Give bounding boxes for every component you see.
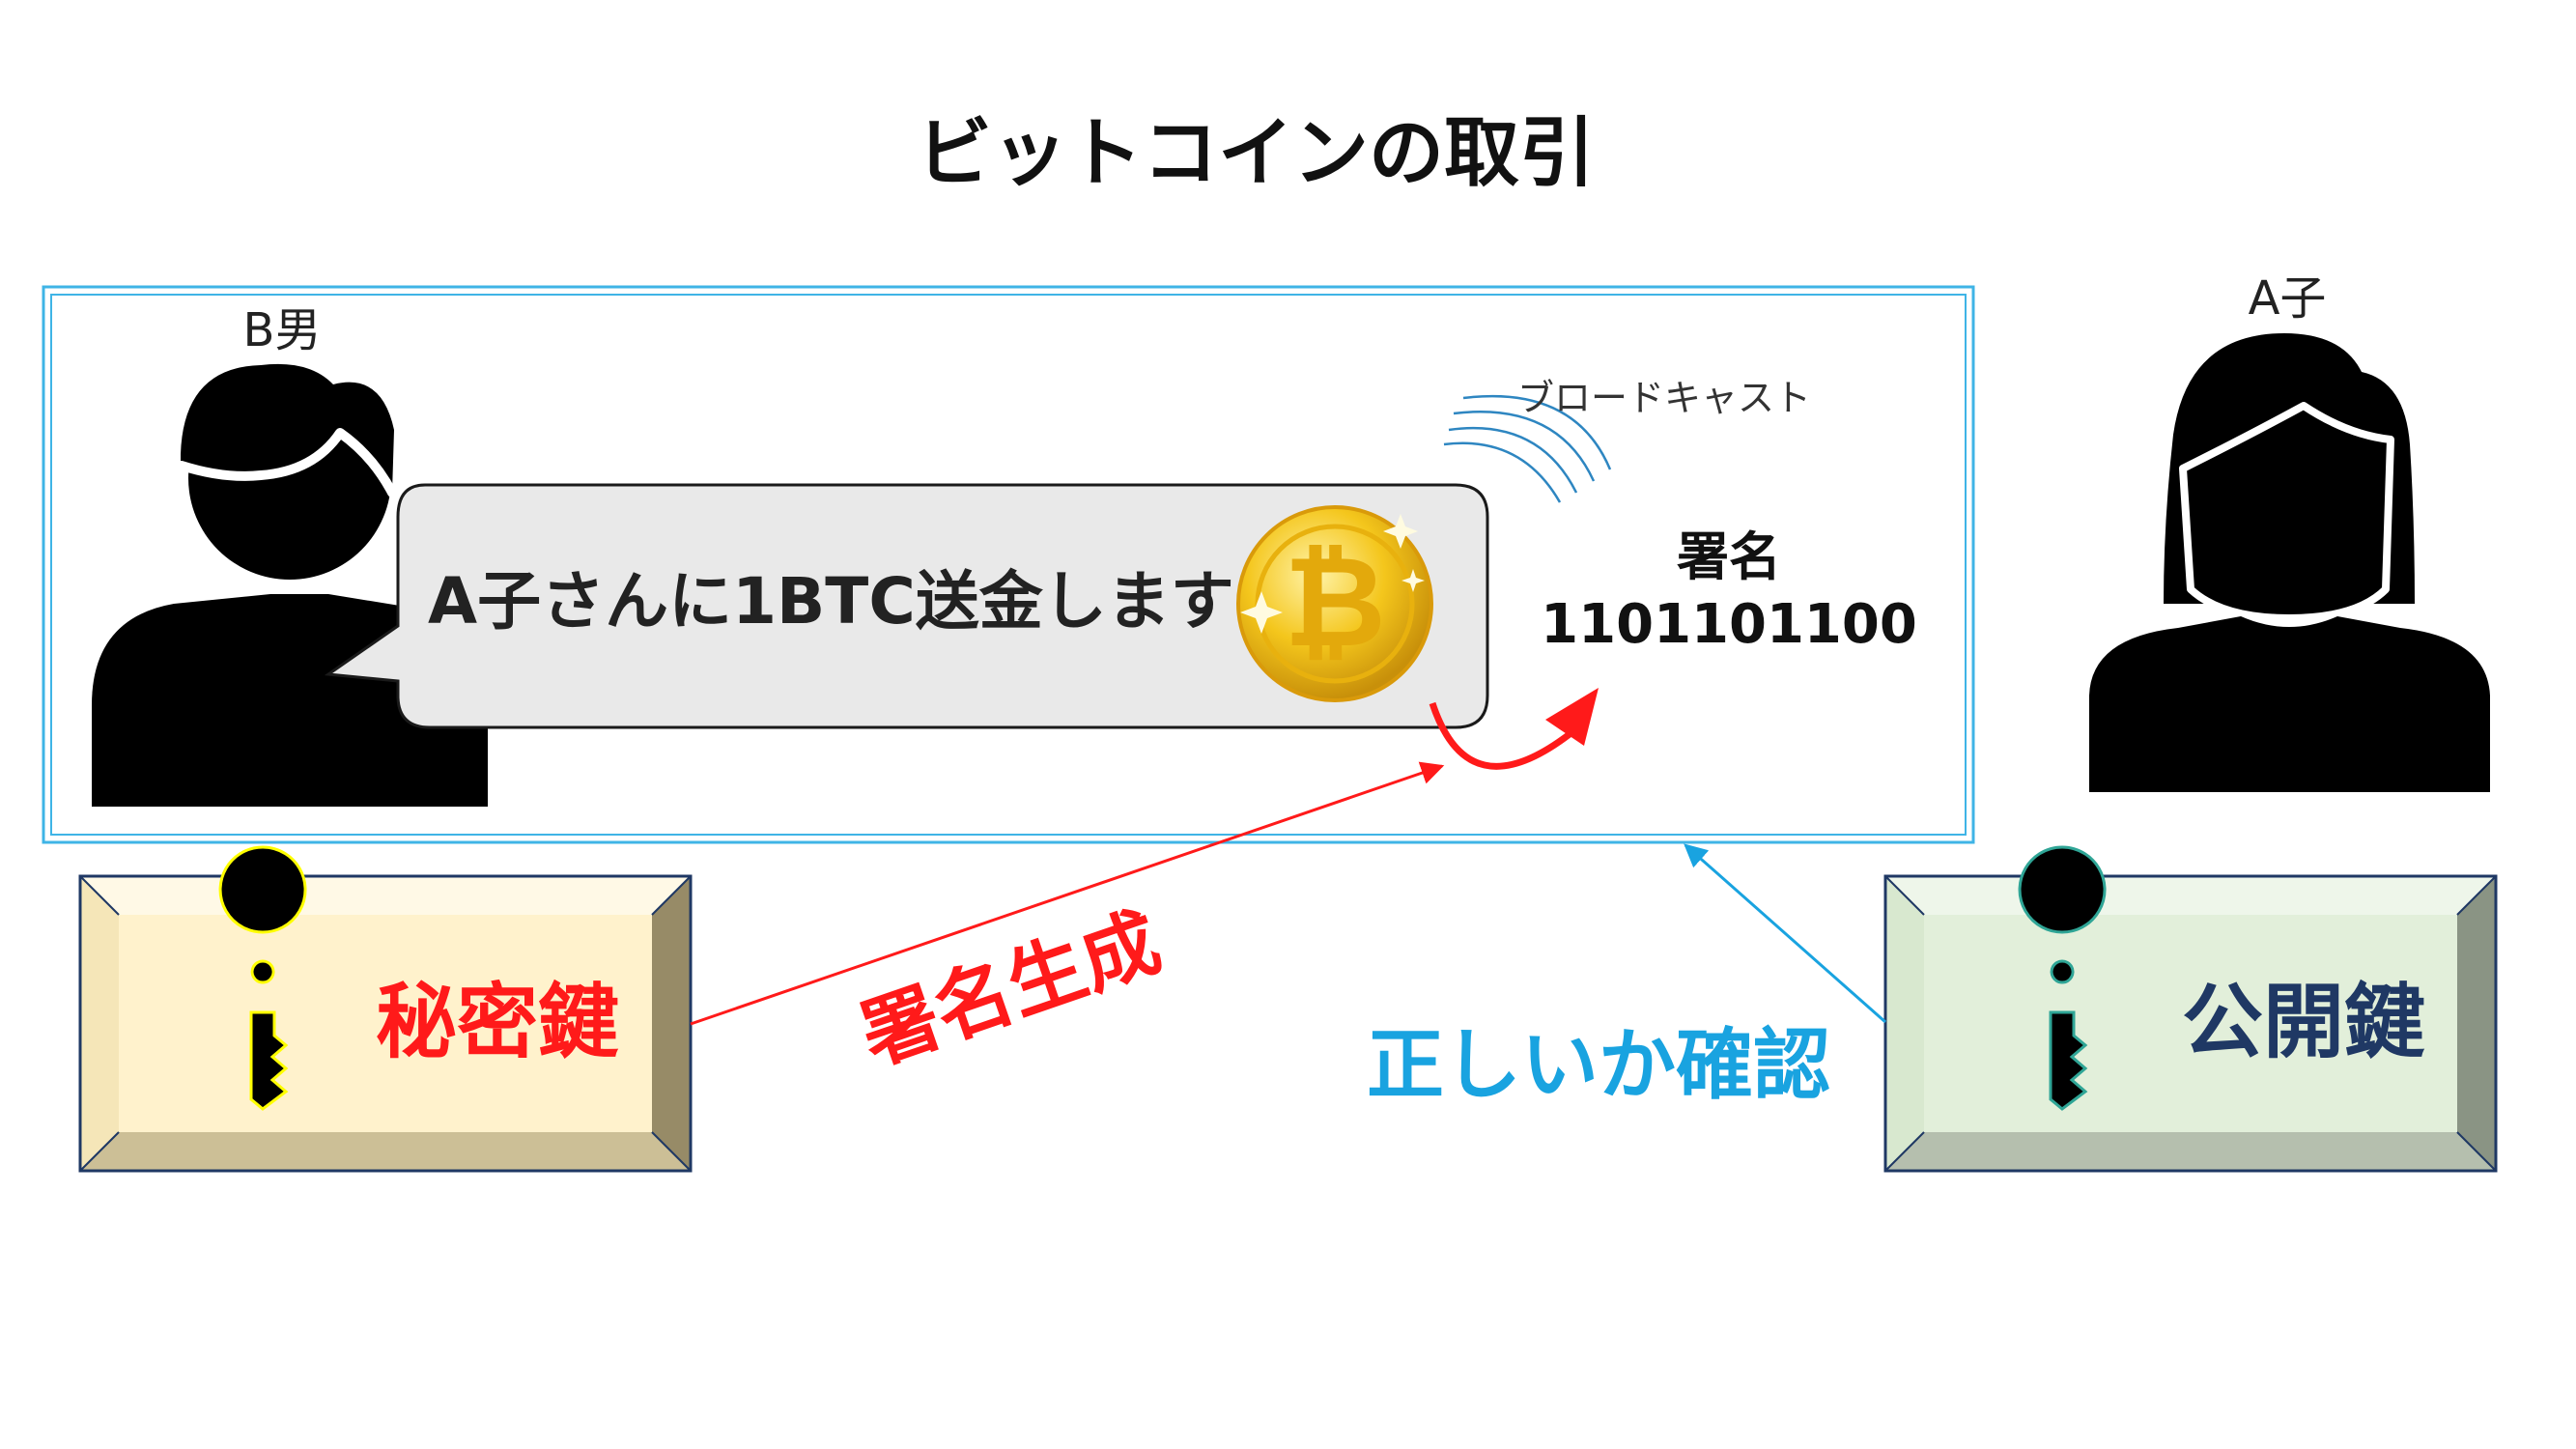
broadcast-label: ブロードキャスト: [1517, 377, 1811, 419]
curved-attach-arrow: [1429, 688, 1599, 770]
signature-label: 署名: [1677, 526, 1781, 587]
verify-arrow: [1684, 843, 1886, 1024]
message-text: A子さんに1BTC送金します: [428, 564, 1234, 639]
public-key-icon: [2018, 845, 2107, 1111]
public-key-label: 公開鍵: [2182, 975, 2425, 1069]
svg-text:₿: ₿: [1284, 528, 1386, 675]
receiver-name: A子: [2249, 271, 2327, 326]
public-key-box: [1883, 874, 2498, 1173]
signature-value: 1101101100: [1541, 593, 1917, 656]
private-key-label: 秘密鍵: [376, 975, 619, 1069]
wireless-waves-icon: [1443, 394, 1612, 503]
bitcoin-coin-icon: ₿: [1236, 505, 1433, 702]
receiver-avatar-icon: [2089, 333, 2490, 792]
generate-signature-arrow: [690, 761, 1445, 1026]
sender-name: B男: [243, 303, 322, 357]
page-title: ビットコインの取引: [917, 110, 1595, 197]
transaction-frame: [42, 285, 1975, 844]
verify-label: 正しいか確認: [1367, 1020, 1830, 1110]
private-key-icon: [218, 845, 307, 1111]
speech-bubble: [324, 483, 1489, 729]
generate-signature-label: 署名生成: [850, 896, 1172, 1082]
